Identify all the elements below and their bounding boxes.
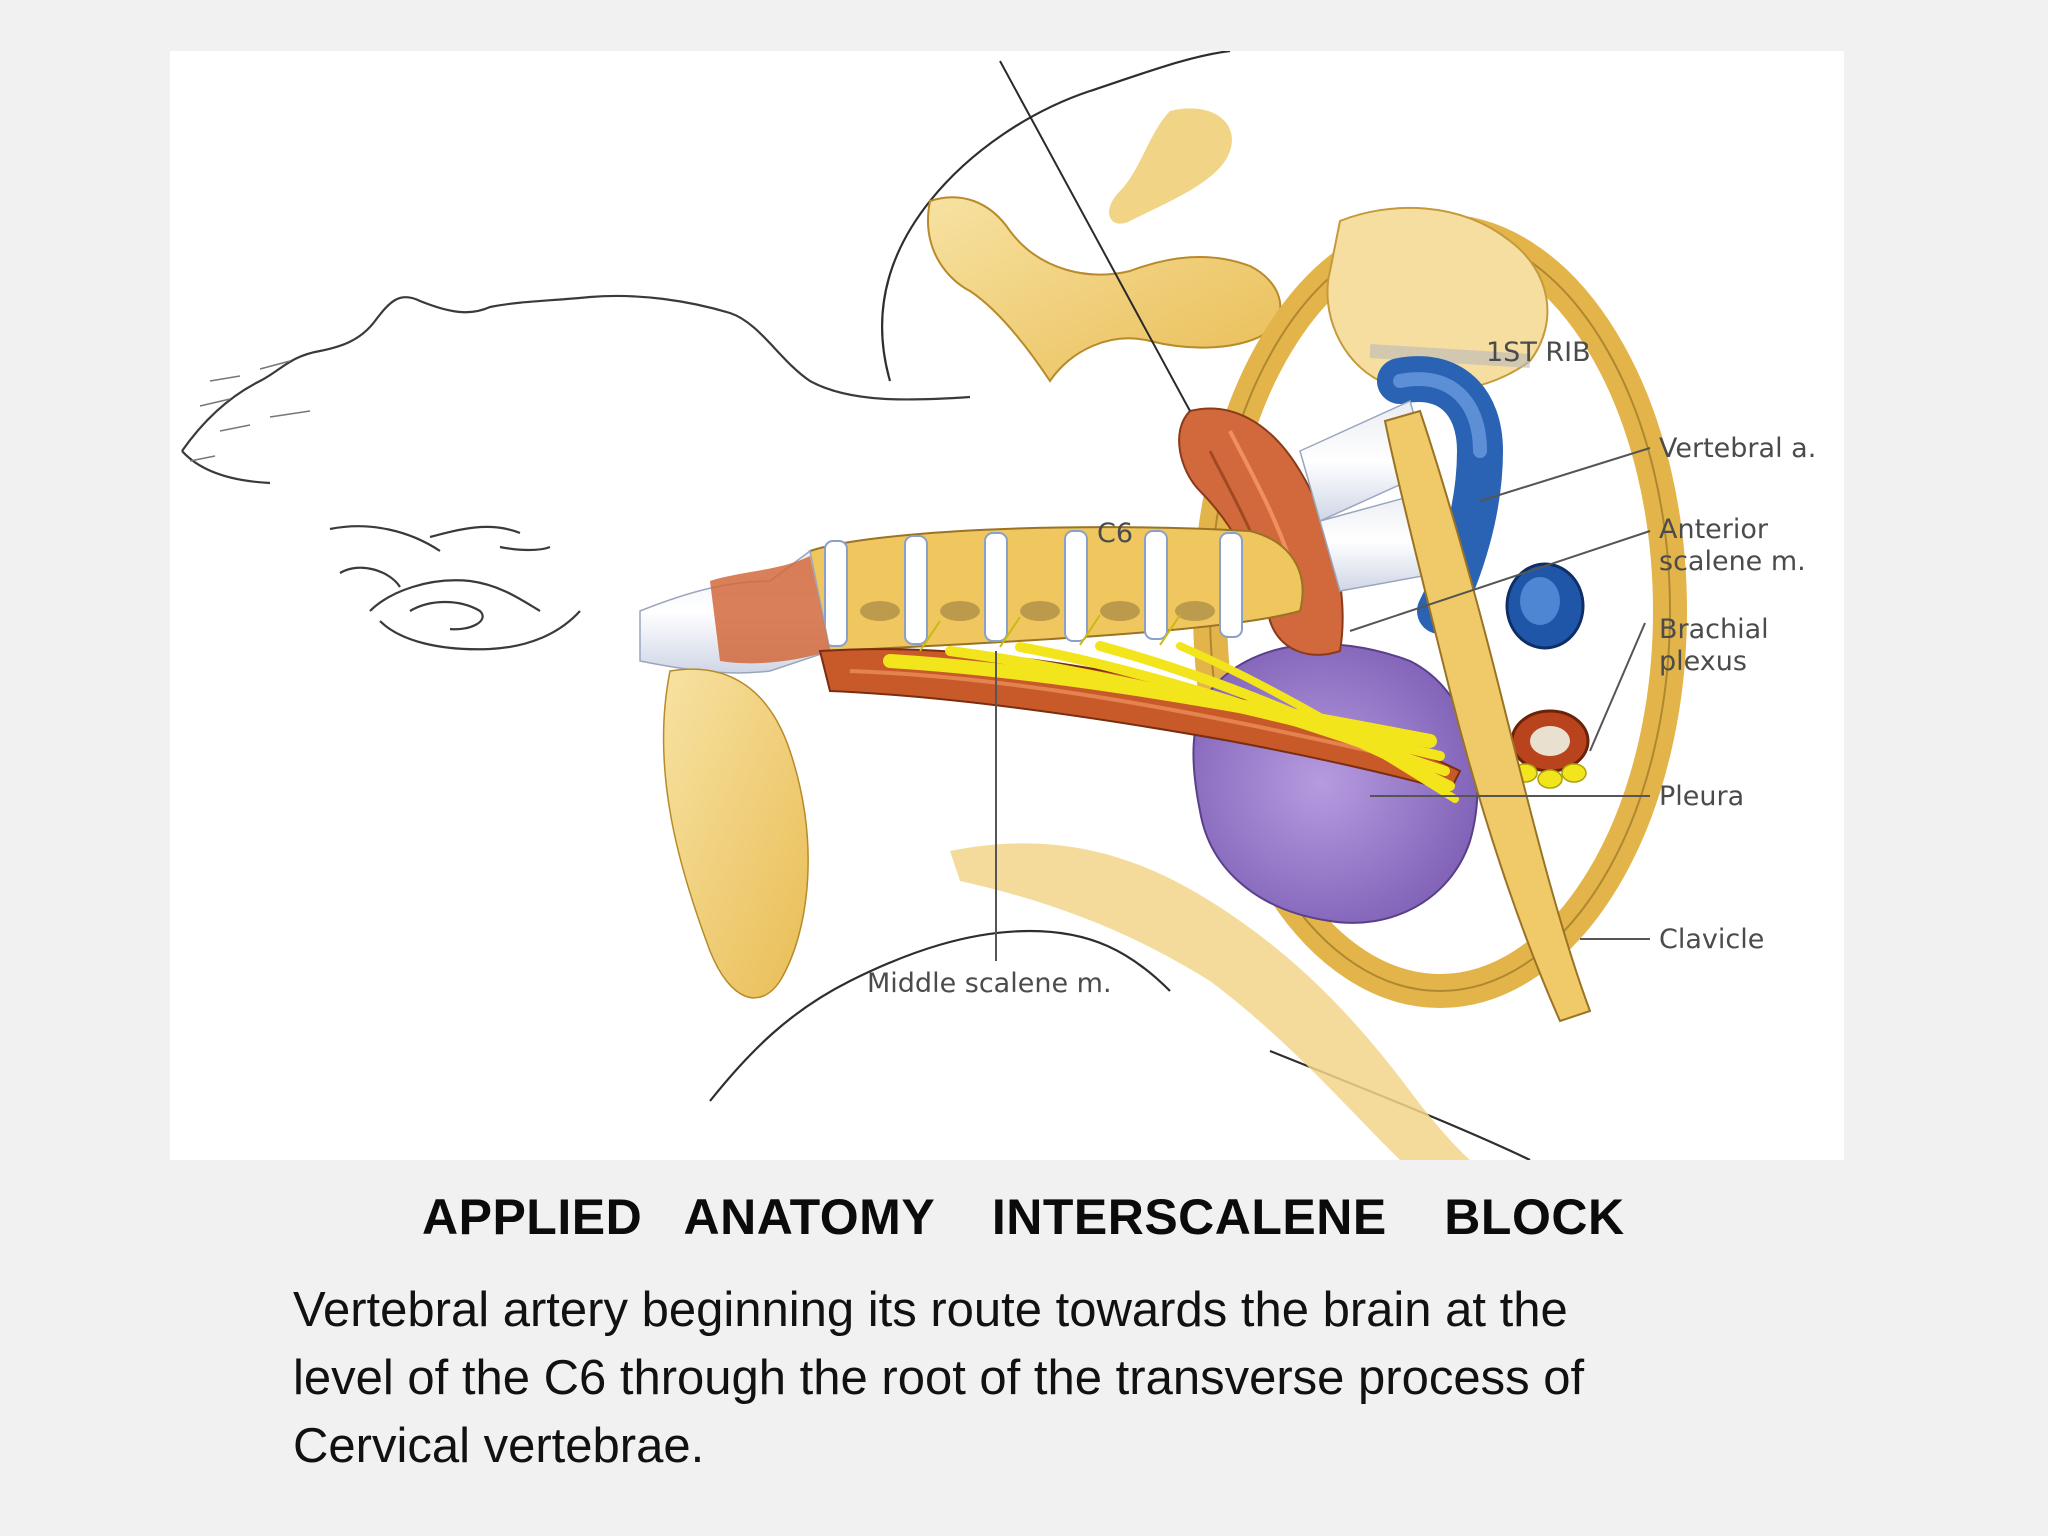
shoulder-mass-lower xyxy=(662,668,809,999)
chest-contour-band xyxy=(950,843,1470,1160)
caption-line-2: level of the C6 through the root of the … xyxy=(293,1351,1585,1405)
anatomy-illustration: 1ST RIB Vertebral a. Anterior scalene m.… xyxy=(170,51,1844,1160)
label-anterior-scalene-line1: Anterior xyxy=(1659,514,1769,545)
skull-base-tendon xyxy=(639,549,831,674)
label-middle-scalene: Middle scalene m. xyxy=(867,968,1112,999)
leader-lines xyxy=(995,447,1651,961)
label-anterior-scalene-line2: scalene m. xyxy=(1659,546,1806,577)
hair-strokes xyxy=(189,360,311,462)
cervical-spine xyxy=(798,526,1304,653)
label-first-rib: 1ST RIB xyxy=(1486,337,1591,368)
label-vertebral-artery: Vertebral a. xyxy=(1659,433,1816,464)
slide-caption: Vertebral artery beginning its route tow… xyxy=(293,1276,1743,1480)
slide-title: APPLIED ANATOMY INTERSCALENE BLOCK xyxy=(422,1189,1625,1245)
label-brachial-plexus-line1: Brachial xyxy=(1659,614,1769,645)
label-clavicle: Clavicle xyxy=(1659,924,1764,955)
manubrium xyxy=(1326,206,1549,393)
head-outline xyxy=(181,294,971,651)
needle-line xyxy=(999,60,1191,412)
label-c6: C6 xyxy=(1097,518,1133,549)
caption-line-1: Vertebral artery beginning its route tow… xyxy=(293,1283,1568,1337)
brachial-plexus xyxy=(883,641,1459,803)
brachial-plexus-roots xyxy=(919,614,1181,652)
caption-line-3: Cervical vertebrae. xyxy=(293,1419,705,1473)
vessel-cross-section xyxy=(1510,709,1590,789)
label-pleura: Pleura xyxy=(1659,781,1744,812)
clavicle-bone xyxy=(1383,409,1592,1023)
label-brachial-plexus-line2: plexus xyxy=(1659,646,1747,677)
anatomy-drawing: 1ST RIB Vertebral a. Anterior scalene m.… xyxy=(181,51,1816,1160)
